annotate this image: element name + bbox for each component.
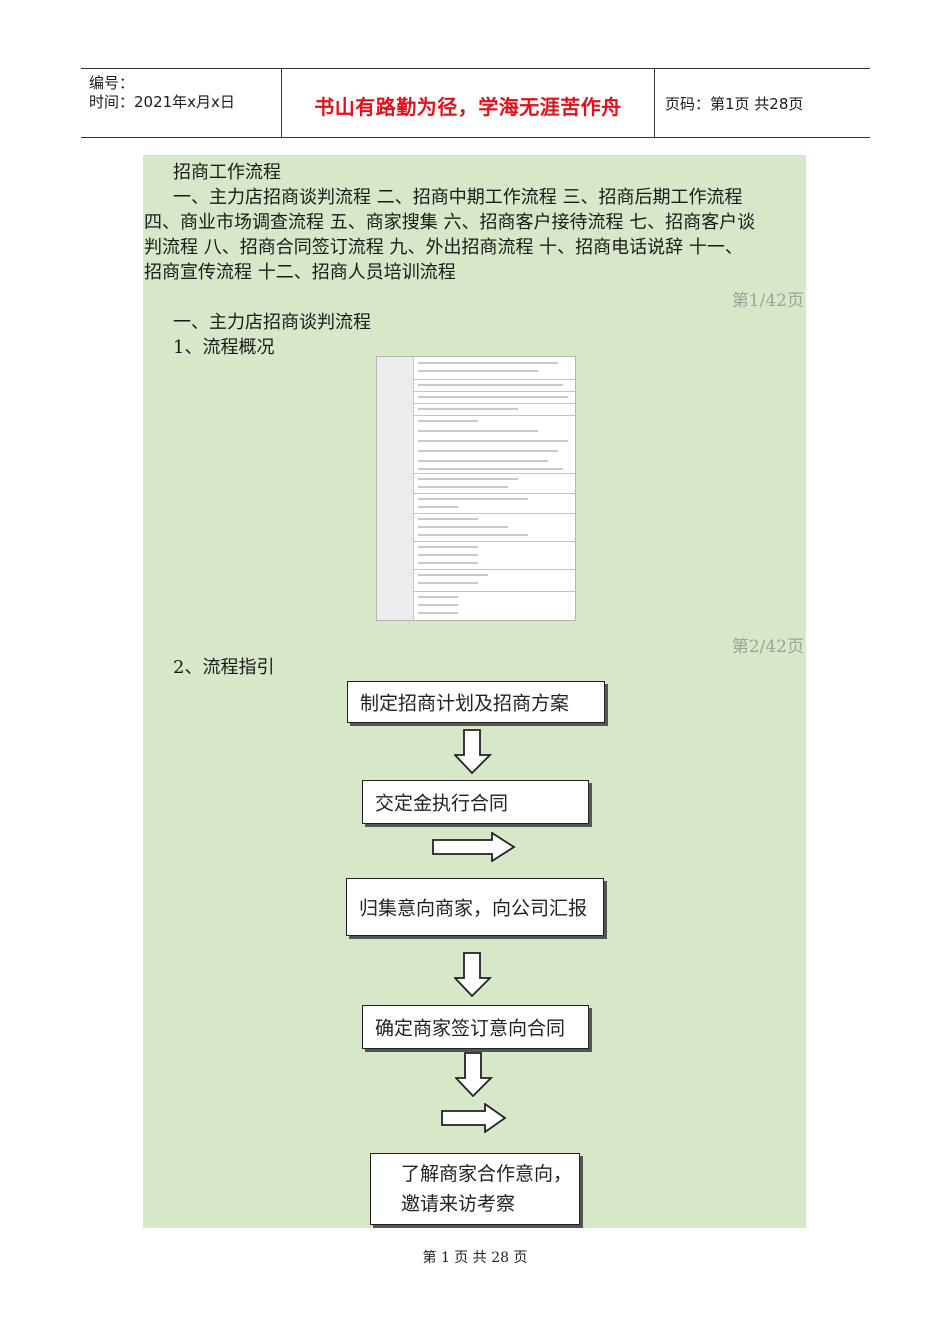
time-label: 时间：2021年x月x日	[89, 93, 235, 111]
flow-step-inquire: 了解商家合作意向，邀请来访考察	[370, 1153, 580, 1225]
flow-step-report: 归集意向商家，向公司汇报	[346, 878, 604, 936]
arrow-down-icon	[454, 729, 492, 775]
page-footer: 第 1 页 共 28 页	[422, 1250, 528, 1266]
arrow-right-icon	[432, 832, 516, 862]
subsection-overview: 1、流程概况	[173, 337, 275, 358]
toc-line-3: 判流程 八、招商合同签订流程 九、外出招商流程 十、招商电话说辞 十一、	[144, 237, 743, 258]
toc-line-1: 一、主力店招商谈判流程 二、招商中期工作流程 三、招商后期工作流程	[173, 187, 743, 208]
page-header: 编号： 时间：2021年x月x日 书山有路勤为径，学海无涯苦作舟 页码：第1页 …	[81, 68, 870, 138]
process-overview-table-image	[376, 356, 576, 621]
header-meta-cell: 编号： 时间：2021年x月x日	[81, 69, 282, 137]
toc-line-2: 四、商业市场调查流程 五、商家搜集 六、招商客户接待流程 七、招商客户谈	[144, 212, 756, 233]
toc-line-4: 招商宣传流程 十二、招商人员培训流程	[144, 262, 456, 283]
section-title: 一、主力店招商谈判流程	[173, 312, 371, 333]
arrow-down-icon	[455, 1052, 493, 1098]
document-title: 招商工作流程	[173, 162, 281, 183]
page-mark-1: 第1/42页	[731, 291, 804, 311]
flow-step-plan: 制定招商计划及招商方案	[347, 681, 605, 723]
arrow-right-icon	[441, 1103, 507, 1133]
motto: 书山有路勤为径，学海无涯苦作舟	[314, 95, 622, 119]
flow-step-sign: 确定商家签订意向合同	[362, 1005, 589, 1049]
header-motto-cell: 书山有路勤为径，学海无涯苦作舟	[282, 69, 655, 137]
subsection-guide: 2、流程指引	[173, 657, 275, 678]
content-panel: 招商工作流程 一、主力店招商谈判流程 二、招商中期工作流程 三、招商后期工作流程…	[143, 155, 806, 1228]
number-label: 编号：	[89, 74, 135, 92]
flow-step-deposit: 交定金执行合同	[362, 780, 589, 824]
page-mark-2: 第2/42页	[731, 637, 804, 657]
arrow-down-icon	[454, 952, 492, 998]
page-info: 页码：第1页 共28页	[665, 95, 804, 113]
header-page-cell: 页码：第1页 共28页	[655, 69, 870, 137]
